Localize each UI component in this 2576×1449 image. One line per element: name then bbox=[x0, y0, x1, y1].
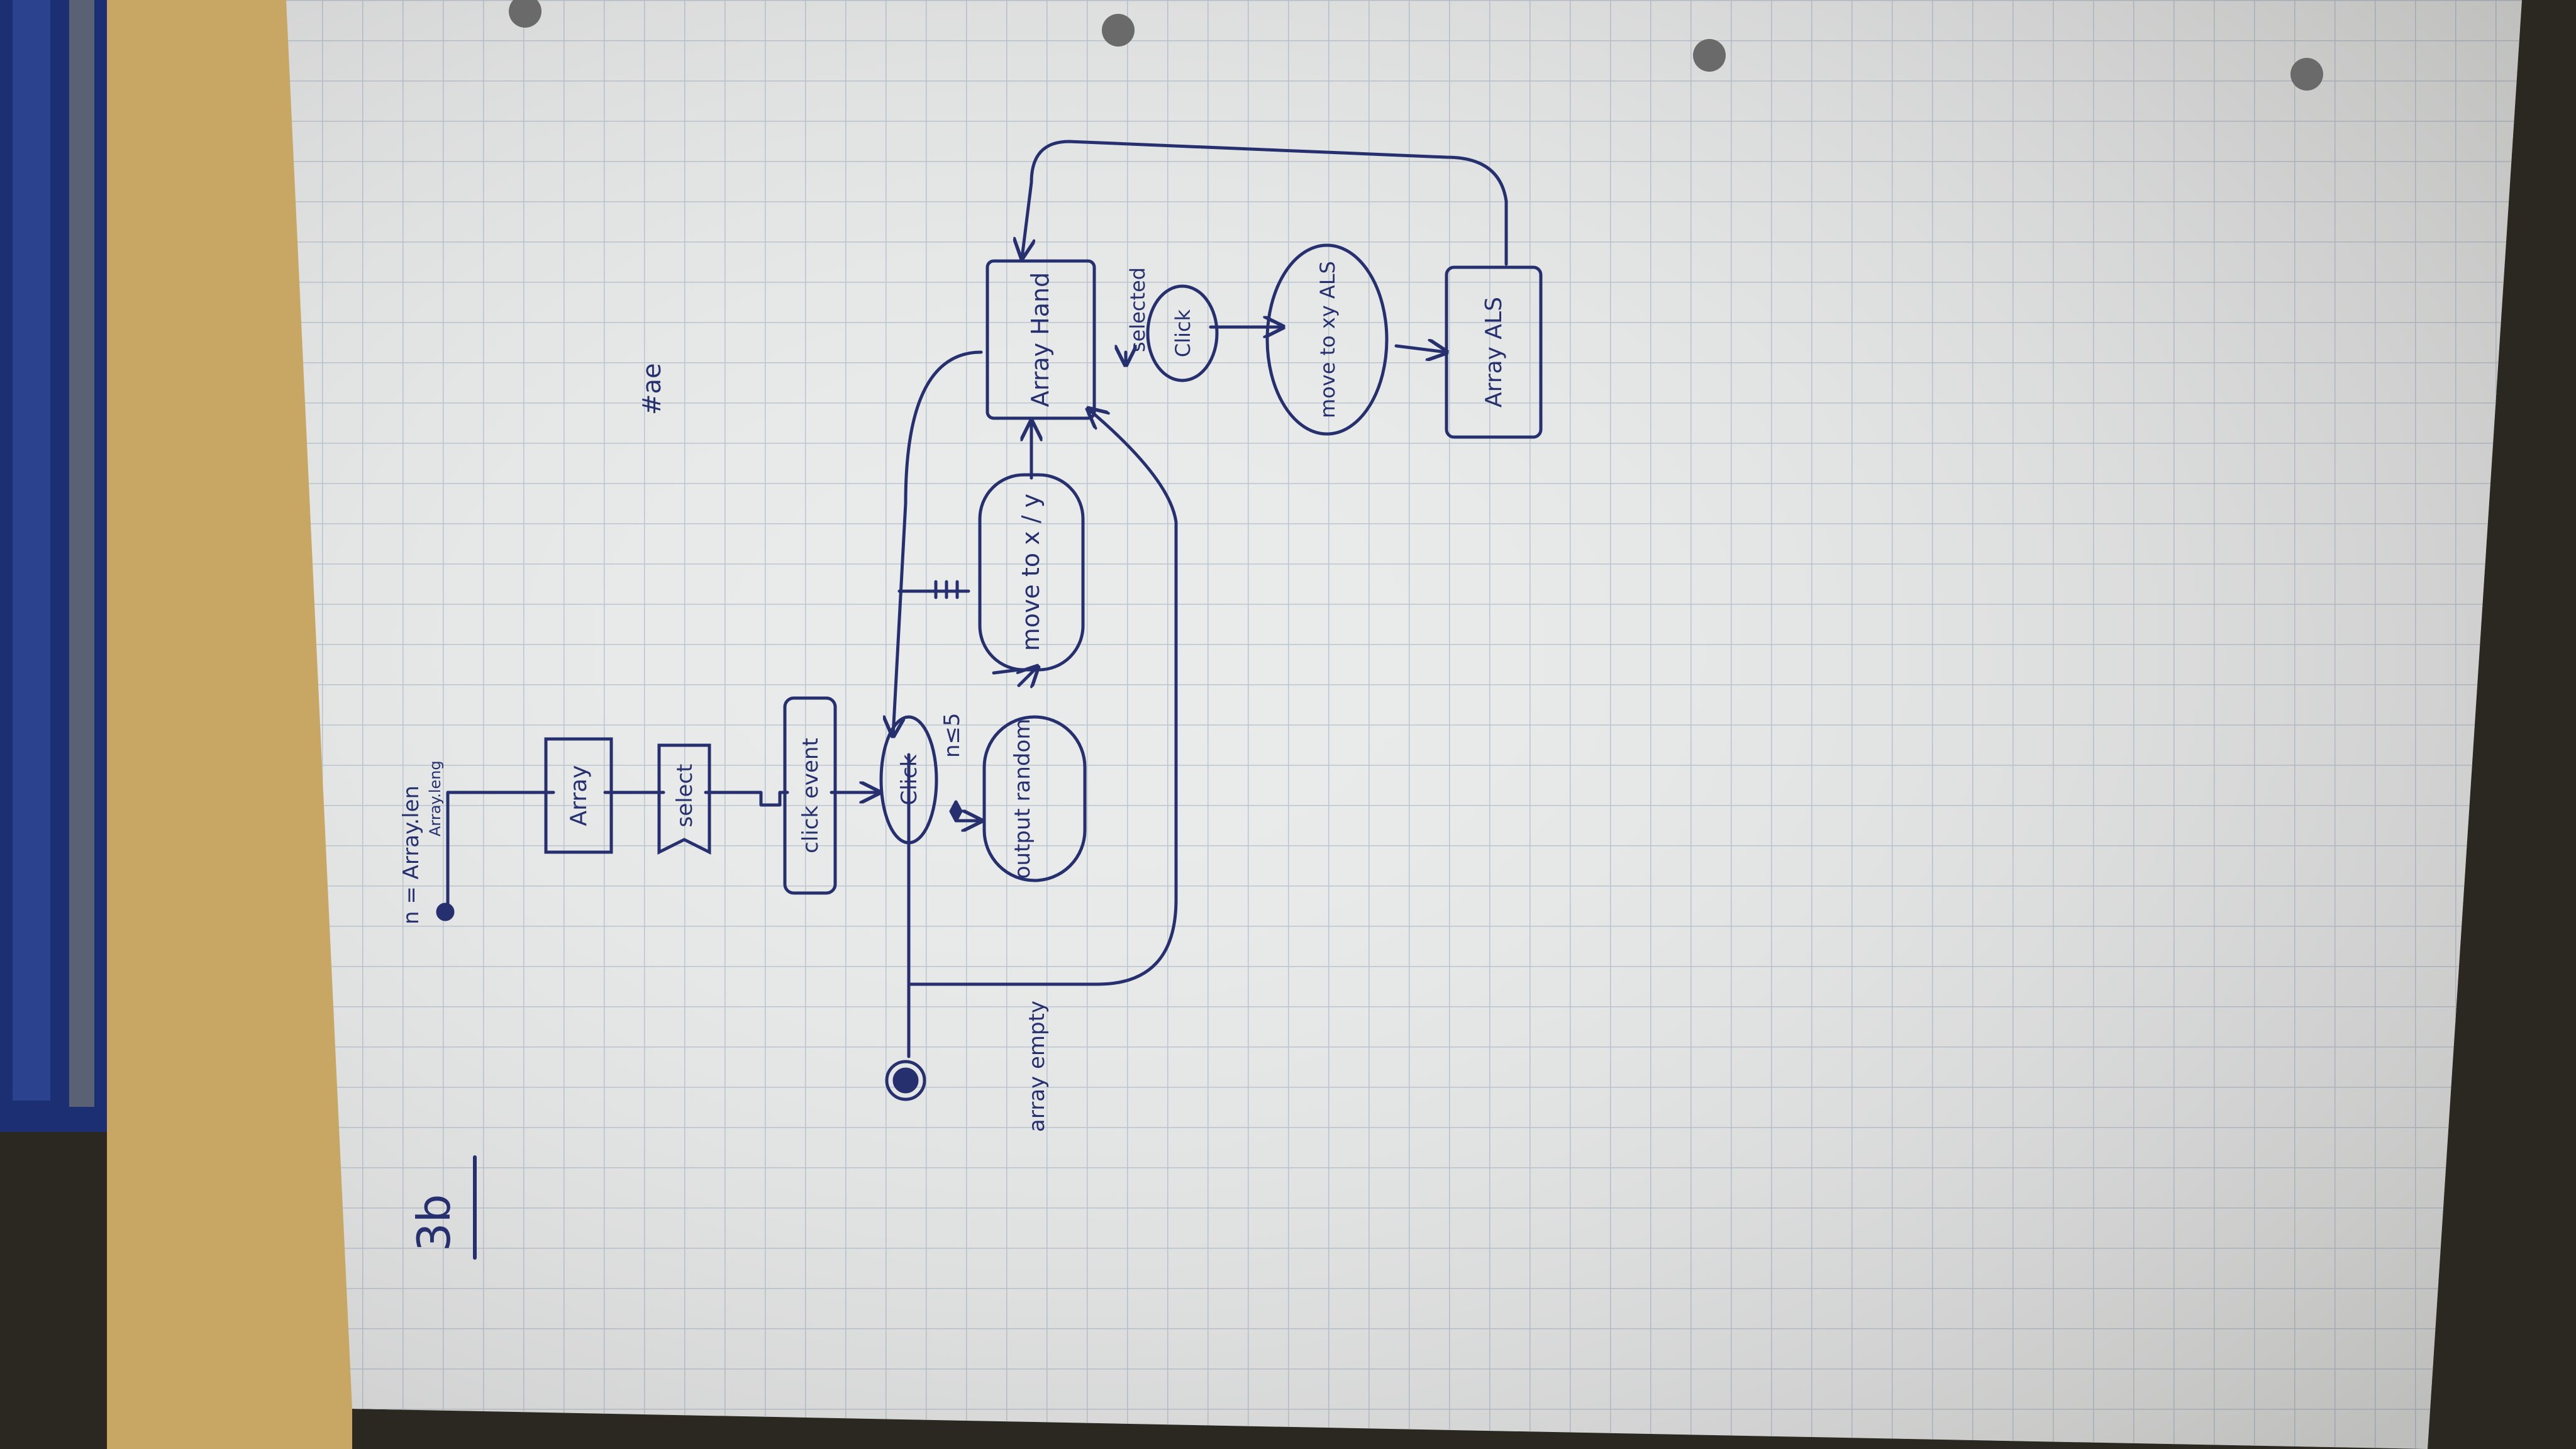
node-array-als: Array ALS bbox=[1445, 265, 1543, 439]
node-select-label: select bbox=[672, 763, 697, 827]
end-node bbox=[885, 1060, 926, 1101]
node-array-hand-label: Array Hand bbox=[1026, 272, 1054, 408]
end-node-inner bbox=[892, 1067, 919, 1094]
node-move-xy-label: move to x / y bbox=[1017, 494, 1045, 651]
cardboard-backing bbox=[107, 0, 352, 1449]
end-condition-note: array empty bbox=[1024, 1001, 1050, 1132]
page-label: 3b bbox=[408, 1194, 460, 1252]
node-move-als: move to xy ALS bbox=[1265, 243, 1389, 436]
node-click-2-label: Click bbox=[1171, 309, 1195, 357]
stray-mark: #ae bbox=[638, 363, 667, 415]
node-click: Click bbox=[879, 715, 938, 845]
variable-note-sub: Array.leng bbox=[426, 760, 444, 836]
punch-hole bbox=[509, 0, 541, 28]
node-click-2: Click bbox=[1146, 284, 1219, 382]
node-click-event-label: click event bbox=[798, 738, 823, 853]
punch-hole bbox=[1102, 14, 1135, 47]
selected-note: selected bbox=[1126, 267, 1150, 352]
punch-hole bbox=[2290, 58, 2323, 91]
punch-hole bbox=[1693, 39, 1726, 72]
variable-note: n = Array.len bbox=[399, 786, 424, 924]
node-move-xy: move to x / y bbox=[978, 473, 1085, 672]
node-array: Array bbox=[544, 737, 613, 854]
guard-note: n≤5 bbox=[940, 713, 965, 758]
node-array-hand: Array Hand bbox=[985, 259, 1096, 420]
start-node bbox=[436, 902, 455, 921]
paper-shading bbox=[286, 0, 2522, 1449]
folder-edge-pattern bbox=[13, 0, 50, 1101]
node-move-als-label: move to xy ALS bbox=[1316, 261, 1340, 418]
node-output-random: output random bbox=[982, 715, 1087, 882]
hand-drawn-diagram bbox=[436, 140, 1508, 1260]
node-click-event: click event bbox=[783, 696, 837, 895]
folder-zipper bbox=[69, 0, 94, 1107]
node-array-als-label: Array ALS bbox=[1481, 297, 1507, 408]
node-array-label: Array bbox=[566, 765, 592, 826]
node-click-label: Click bbox=[897, 754, 922, 805]
node-select: select bbox=[657, 743, 711, 855]
node-output-random-label: output random bbox=[1010, 719, 1035, 879]
